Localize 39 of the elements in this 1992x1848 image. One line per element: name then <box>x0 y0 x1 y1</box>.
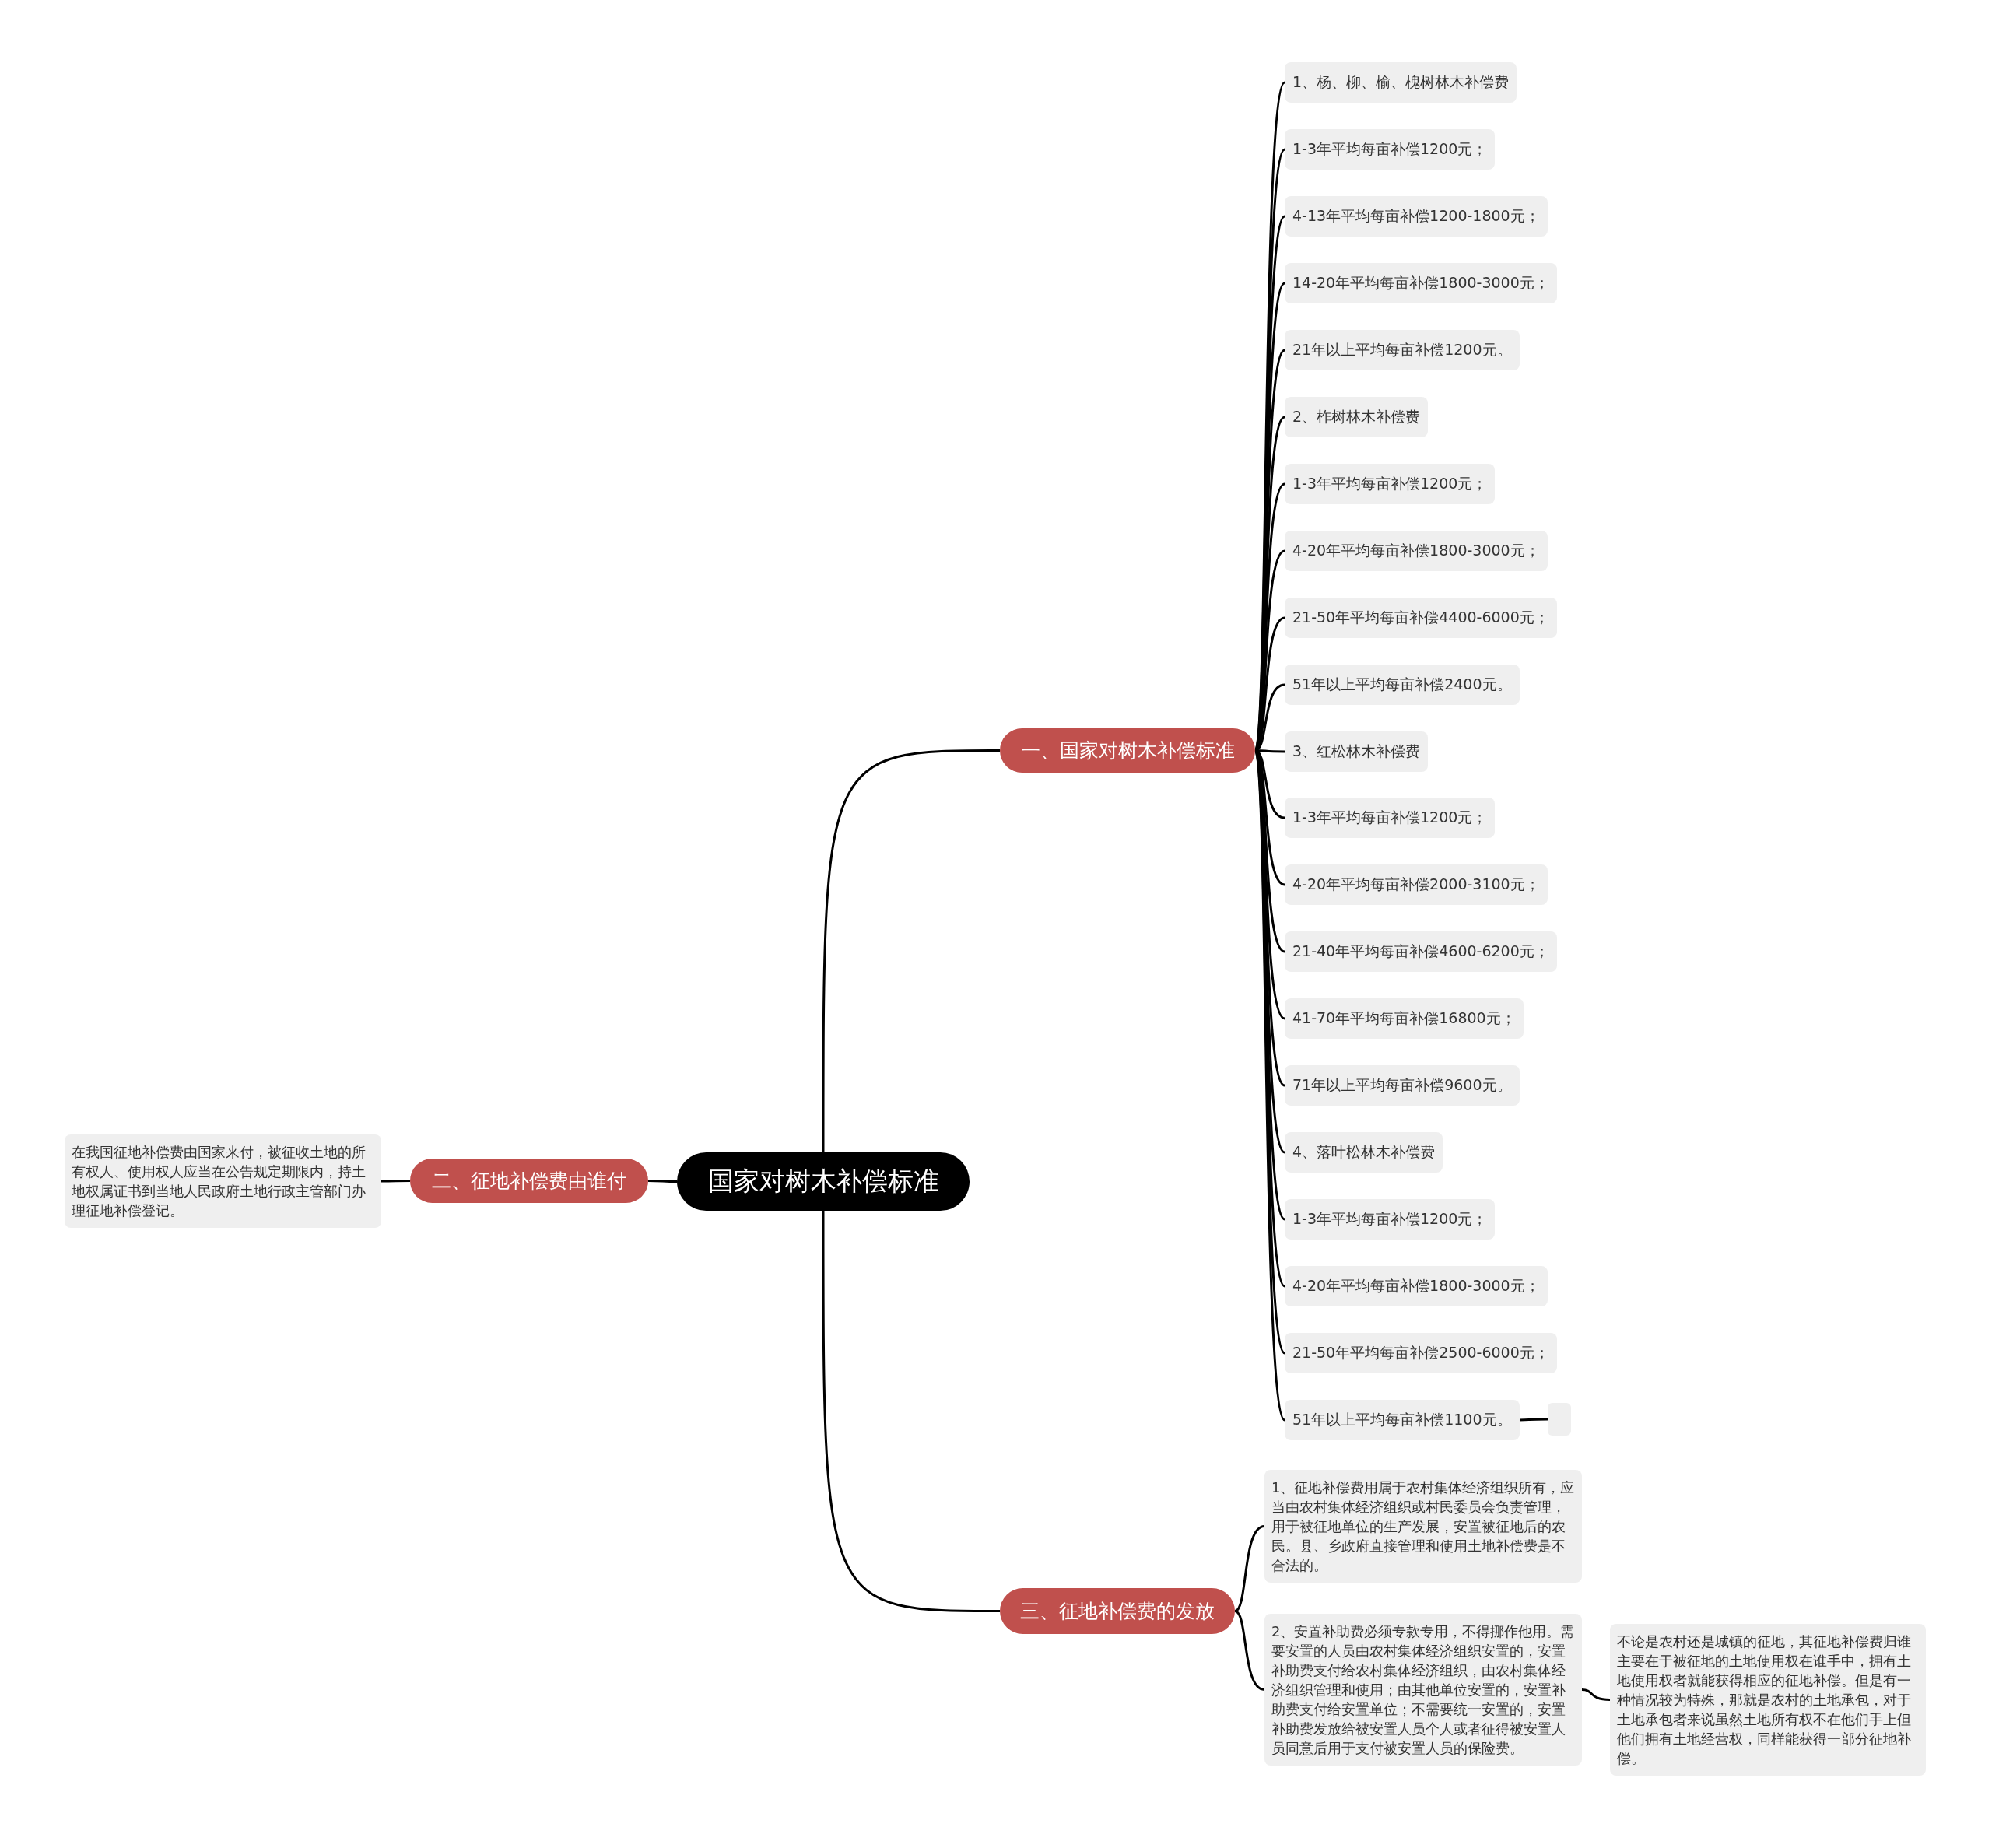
leaf-box: 2、柞树林木补偿费 <box>1285 397 1429 437</box>
empty-box <box>1548 1403 1571 1436</box>
connector <box>1255 749 1285 753</box>
branch-node: 一、国家对树木补偿标准 <box>1000 728 1255 773</box>
leaf-box: 41-70年平均每亩补偿16800元； <box>1285 998 1524 1039</box>
leaf-box: 21年以上平均每亩补偿1200元。 <box>1285 330 1520 370</box>
leaf-box: 14-20年平均每亩补偿1800-3000元； <box>1285 263 1557 303</box>
leaf-box: 21-50年平均每亩补偿4400-6000元； <box>1285 598 1557 638</box>
connector <box>1234 1525 1265 1612</box>
leaf-box: 4-20年平均每亩补偿1800-3000元； <box>1285 1266 1548 1306</box>
leaf-box: 21-50年平均每亩补偿2500-6000元； <box>1285 1333 1557 1373</box>
text-box: 1、征地补偿费用属于农村集体经济组织所有，应当由农村集体经济组织或村民委员会负责管理，用于被征地单位的生产发展，安置被征地后的农民。县、乡政府直接管理和使用土地补偿费是不合法的。 <box>1264 1470 1582 1583</box>
branch-node: 二、征地补偿费由谁付 <box>410 1159 648 1203</box>
branch-node: 三、征地补偿费的发放 <box>1000 1588 1235 1634</box>
leaf-box: 71年以上平均每亩补偿9600元。 <box>1285 1065 1520 1106</box>
text-box: 2、安置补助费必须专款专用，不得挪作他用。需要安置的人员由农村集体经济组织安置的，安置补助费支付给农村集体经济组织，由农村集体经济组织管理和使用；由其他单位安置的，安置补助费支付给安置单位；不需要统一安置的，安置补助费发放给被安置人员个人或者征得被安置人员同意后用于支付被安置人员的保险费。 <box>1264 1614 1582 1766</box>
leaf-box: 4-20年平均每亩补偿2000-3100元； <box>1285 864 1548 905</box>
leaf-box: 51年以上平均每亩补偿2400元。 <box>1285 665 1520 705</box>
text-box: 不论是农村还是城镇的征地，其征地补偿费归谁主要在于被征地的土地使用权在谁手中，拥有土地使用权者就能获得相应的征地补偿。但是有一种情况较为特殊，那就是农村的土地承包，对于土地承包者来说虽然土地所有权不在他们手上但他们拥有土地经营权，同样能获得一部分征地补偿。 <box>1610 1624 1926 1776</box>
connector <box>1234 1610 1265 1691</box>
leaf-box: 1-3年平均每亩补偿1200元； <box>1285 129 1496 170</box>
connector <box>648 1180 677 1183</box>
leaf-box: 21-40年平均每亩补偿4600-6200元； <box>1285 931 1557 972</box>
leaf-box: 4-20年平均每亩补偿1800-3000元； <box>1285 531 1548 571</box>
leaf-box: 4、落叶松林木补偿费 <box>1285 1132 1443 1173</box>
connector <box>822 749 1000 1152</box>
connector <box>1581 1688 1611 1701</box>
leaf-box: 3、红松林木补偿费 <box>1285 731 1429 772</box>
leaf-box: 1-3年平均每亩补偿1200元； <box>1285 798 1496 838</box>
connector <box>822 1211 1000 1612</box>
leaf-box: 1-3年平均每亩补偿1200元； <box>1285 1199 1496 1240</box>
leaf-box: 1、杨、柳、榆、槐树林木补偿费 <box>1285 62 1517 103</box>
leaf-box: 51年以上平均每亩补偿1100元。 <box>1285 1400 1520 1440</box>
connector <box>381 1180 410 1183</box>
connector <box>1519 1418 1548 1422</box>
root-node: 国家对树木补偿标准 <box>677 1152 970 1211</box>
leaf-box: 4-13年平均每亩补偿1200-1800元； <box>1285 196 1548 237</box>
leaf-box: 1-3年平均每亩补偿1200元； <box>1285 464 1496 504</box>
text-box: 在我国征地补偿费由国家来付，被征收土地的所有权人、使用权人应当在公告规定期限内，持土地权属证书到当地人民政府土地行政主管部门办理征地补偿登记。 <box>65 1134 381 1228</box>
